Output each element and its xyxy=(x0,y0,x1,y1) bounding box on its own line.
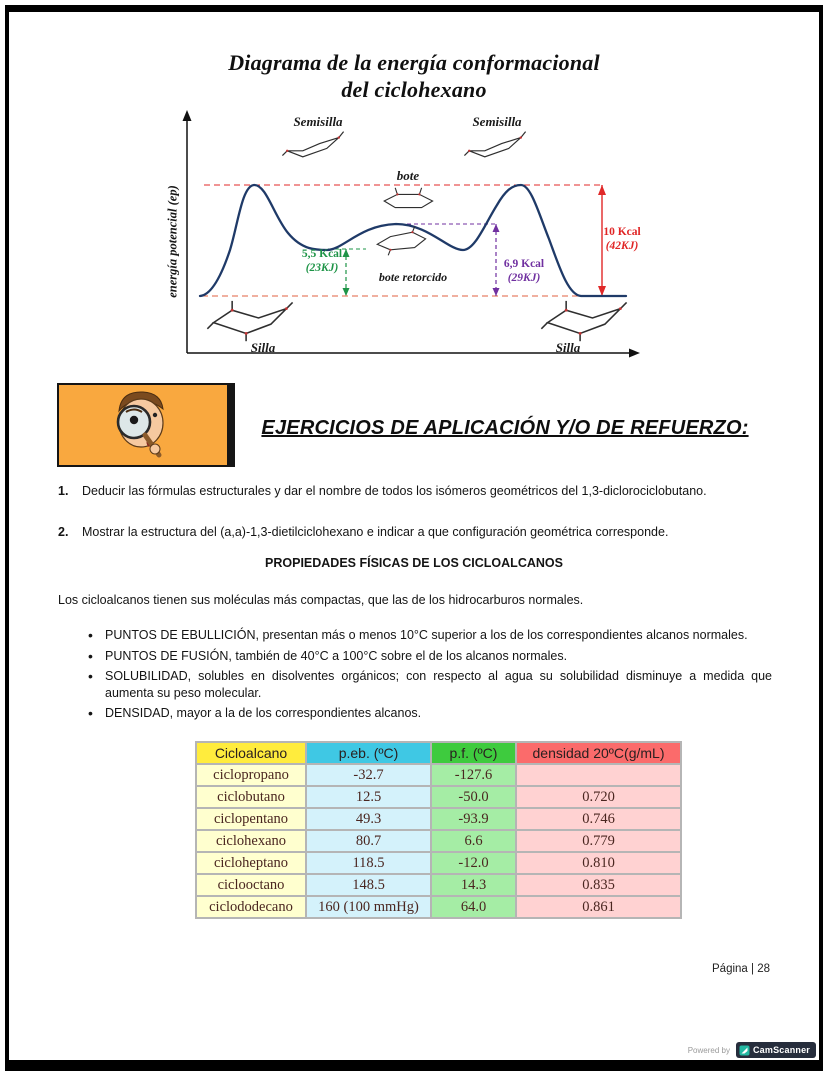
cell-name: ciclopentano xyxy=(195,807,307,831)
boat-structure-icon xyxy=(383,187,434,209)
camscanner-badge: CamScanner xyxy=(735,1042,816,1058)
label-bote-retorcido: bote retorcido xyxy=(378,270,448,284)
camscanner-logo-icon xyxy=(739,1045,750,1055)
cell-densidad: 0.779 xyxy=(515,829,682,853)
cell-peb: 148.5 xyxy=(305,873,432,897)
exercise-item-2: 2. Mostrar la estructura del (a,a)-1,3-di… xyxy=(58,524,772,541)
label-silla-right: Silla xyxy=(555,340,581,355)
camscanner-watermark: Powered by CamScanner xyxy=(688,1042,816,1058)
energy-label-half-chair: 10 Kcal (42KJ) xyxy=(587,226,657,254)
cell-name: cicloheptano xyxy=(195,851,307,875)
title-line-2: del ciclohexano xyxy=(341,76,487,102)
energy-curve xyxy=(198,183,628,298)
cell-densidad xyxy=(515,763,682,787)
cell-peb: 160 (100 mmHg) xyxy=(305,895,432,919)
label-silla-left: Silla xyxy=(250,340,276,355)
properties-heading: PROPIEDADES FÍSICAS DE LOS CICLOALCANOS xyxy=(265,556,563,570)
table-row: ciclopentano 49.3 -93.9 0.746 xyxy=(195,807,682,831)
cell-densidad: 0.720 xyxy=(515,785,682,809)
label-bote: bote xyxy=(396,168,420,183)
scan-border-top xyxy=(5,5,823,12)
exercise-text: Deducir las fórmulas estructurales y dar… xyxy=(82,484,707,498)
exercise-text: Mostrar la estructura del (a,a)-1,3-diet… xyxy=(82,525,669,539)
half-chair-kj: (42KJ) xyxy=(605,239,639,252)
half-chair-structure-icon-right xyxy=(463,131,527,158)
cell-name: ciclopropano xyxy=(195,763,307,787)
exercise-number: 1. xyxy=(58,484,69,498)
cell-name: ciclododecano xyxy=(195,895,307,919)
scan-border-right xyxy=(819,5,823,1071)
properties-bullet-list: PUNTOS DE EBULLICIÓN, presentan más o me… xyxy=(88,626,772,726)
scan-border-bottom xyxy=(5,1060,823,1071)
cell-pf: -93.9 xyxy=(430,807,517,831)
table-row: ciclooctano 148.5 14.3 0.835 xyxy=(195,873,682,897)
exercise-number: 2. xyxy=(58,525,69,539)
cell-densidad: 0.861 xyxy=(515,895,682,919)
cell-name: ciclohexano xyxy=(195,829,307,853)
cell-densidad: 0.835 xyxy=(515,873,682,897)
table-header-pf: p.f. (ºC) xyxy=(430,741,517,765)
properties-intro: Los cicloalcanos tienen sus moléculas má… xyxy=(58,593,584,607)
label-semisilla-left: Semisilla xyxy=(293,114,343,129)
energy-label-twist-boat: 5,5 Kcal (23KJ) xyxy=(287,248,357,276)
label-semisilla-right: Semisilla xyxy=(472,114,522,129)
cell-pf: -127.6 xyxy=(430,763,517,787)
energy-curve-plot xyxy=(182,110,640,358)
table-row: ciclohexano 80.7 6.6 0.779 xyxy=(195,829,682,853)
title-line-1: Diagrama de la energía conformacional xyxy=(228,50,600,75)
x-axis-arrow-icon xyxy=(629,348,640,358)
table-header-cicloalcano: Cicloalcano xyxy=(195,741,307,765)
cell-peb: 118.5 xyxy=(305,851,432,875)
cell-name: ciclooctano xyxy=(195,873,307,897)
half-chair-kcal: 10 Kcal xyxy=(603,226,641,238)
twist-boat-kcal: 5,5 Kcal xyxy=(301,248,343,260)
cell-pf: -12.0 xyxy=(430,851,517,875)
y-axis-label: energía potencial (ep) xyxy=(165,185,180,298)
boat-kcal: 6,9 Kcal xyxy=(503,258,545,270)
half-chair-structure-icon-left xyxy=(281,131,345,158)
twist-boat-structure-icon xyxy=(375,226,427,256)
energy-label-boat: 6,9 Kcal (29KJ) xyxy=(489,258,559,286)
exercise-item-1: 1. Deducir las fórmulas estructurales y d… xyxy=(58,483,772,500)
exercises-heading: EJERCICIOS DE APLICACIÓN Y/O DE REFUERZO… xyxy=(261,417,749,439)
cell-pf: -50.0 xyxy=(430,785,517,809)
cell-peb: -32.7 xyxy=(305,763,432,787)
cell-peb: 49.3 xyxy=(305,807,432,831)
camscanner-brand-label: CamScanner xyxy=(752,1045,810,1055)
table-header-peb: p.eb. (ºC) xyxy=(305,741,432,765)
cell-densidad: 0.810 xyxy=(515,851,682,875)
scan-border-left xyxy=(5,5,9,1071)
cell-pf: 64.0 xyxy=(430,895,517,919)
cell-pf: 14.3 xyxy=(430,873,517,897)
document-title: Diagrama de la energía conformacional de… xyxy=(0,50,828,104)
cycloalkanes-properties-table: Cicloalcano p.eb. (ºC) p.f. (ºC) densida… xyxy=(195,741,682,919)
page-number: Página | 28 xyxy=(712,963,770,975)
chair-structure-icon-right xyxy=(540,300,628,342)
table-row: cicloheptano 118.5 -12.0 0.810 xyxy=(195,851,682,875)
bullet-item: PUNTOS DE EBULLICIÓN, presentan más o me… xyxy=(88,626,772,644)
table-row: ciclobutano 12.5 -50.0 0.720 xyxy=(195,785,682,809)
y-axis-arrow-icon xyxy=(182,110,192,121)
attention-box xyxy=(57,383,235,467)
table-row: ciclopropano -32.7 -127.6 xyxy=(195,763,682,787)
bullet-item: DENSIDAD, mayor a la de los correspondie… xyxy=(88,704,772,722)
bullet-item: PUNTOS DE FUSIÓN, también de 40°C a 100°… xyxy=(88,647,772,665)
table-row: ciclododecano 160 (100 mmHg) 64.0 0.861 xyxy=(195,895,682,919)
cell-densidad: 0.746 xyxy=(515,807,682,831)
conformational-energy-diagram: energía potencial (ep) Semisilla Semisil… xyxy=(160,106,665,368)
cell-pf: 6.6 xyxy=(430,829,517,853)
bullet-item: SOLUBILIDAD, solubles en disolventes org… xyxy=(88,667,772,701)
cell-peb: 12.5 xyxy=(305,785,432,809)
table-header-densidad: densidad 20ºC(g/mL) xyxy=(515,741,682,765)
boat-kj: (29KJ) xyxy=(507,271,541,284)
magnifying-glass-cartoon-icon xyxy=(116,391,164,458)
cell-peb: 80.7 xyxy=(305,829,432,853)
powered-by-label: Powered by xyxy=(687,1045,730,1055)
table-header-row: Cicloalcano p.eb. (ºC) p.f. (ºC) densida… xyxy=(195,741,682,765)
cell-name: ciclobutano xyxy=(195,785,307,809)
chair-structure-icon-left xyxy=(206,300,294,342)
twist-boat-kj: (23KJ) xyxy=(305,261,339,274)
